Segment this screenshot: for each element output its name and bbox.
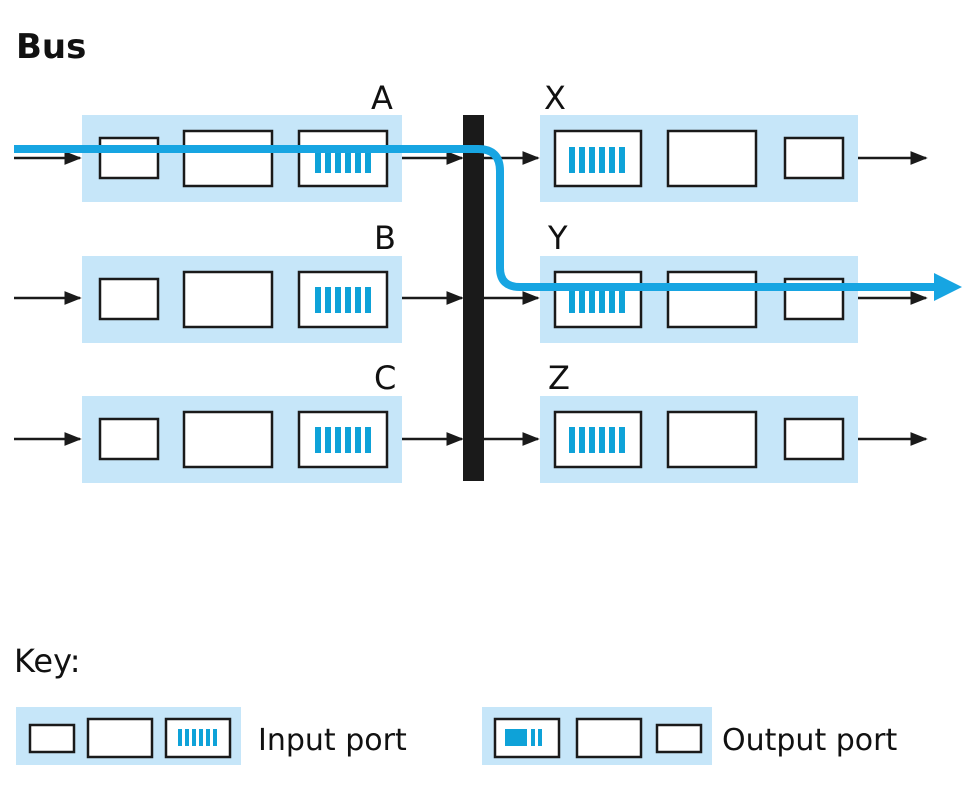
input-queue-c bbox=[315, 427, 371, 453]
input-queue-a bbox=[315, 147, 371, 173]
input-port-label-c: C bbox=[374, 359, 396, 397]
output-port-y: Y bbox=[540, 219, 858, 343]
key-input-port bbox=[16, 707, 241, 765]
key-output-port-label: Output port bbox=[722, 723, 897, 758]
input-port-label-b: B bbox=[374, 219, 396, 257]
key-input-port-label: Input port bbox=[258, 723, 407, 758]
input-port-c: C bbox=[82, 359, 402, 483]
input-queue-b bbox=[315, 287, 371, 313]
output-port-label-y: Y bbox=[547, 219, 568, 257]
key-title: Key: bbox=[14, 642, 80, 680]
output-queue-x bbox=[569, 147, 625, 173]
bus-bar bbox=[463, 115, 484, 481]
output-port-label-x: X bbox=[544, 79, 566, 117]
output-port-label-z: Z bbox=[548, 359, 570, 397]
output-port-z: Z bbox=[540, 359, 858, 483]
input-port-b: B bbox=[82, 219, 402, 343]
output-queue-y bbox=[569, 287, 625, 313]
key-output-port bbox=[482, 707, 712, 765]
input-port-a: A bbox=[82, 79, 402, 202]
output-port-x: X bbox=[540, 79, 858, 202]
diagram-title: Bus bbox=[16, 27, 86, 67]
packet-path-a-to-y bbox=[14, 145, 962, 301]
input-port-label-a: A bbox=[371, 79, 393, 117]
path-arrowhead bbox=[934, 273, 962, 301]
input-arrows bbox=[14, 151, 928, 446]
output-queue-z bbox=[569, 427, 625, 453]
